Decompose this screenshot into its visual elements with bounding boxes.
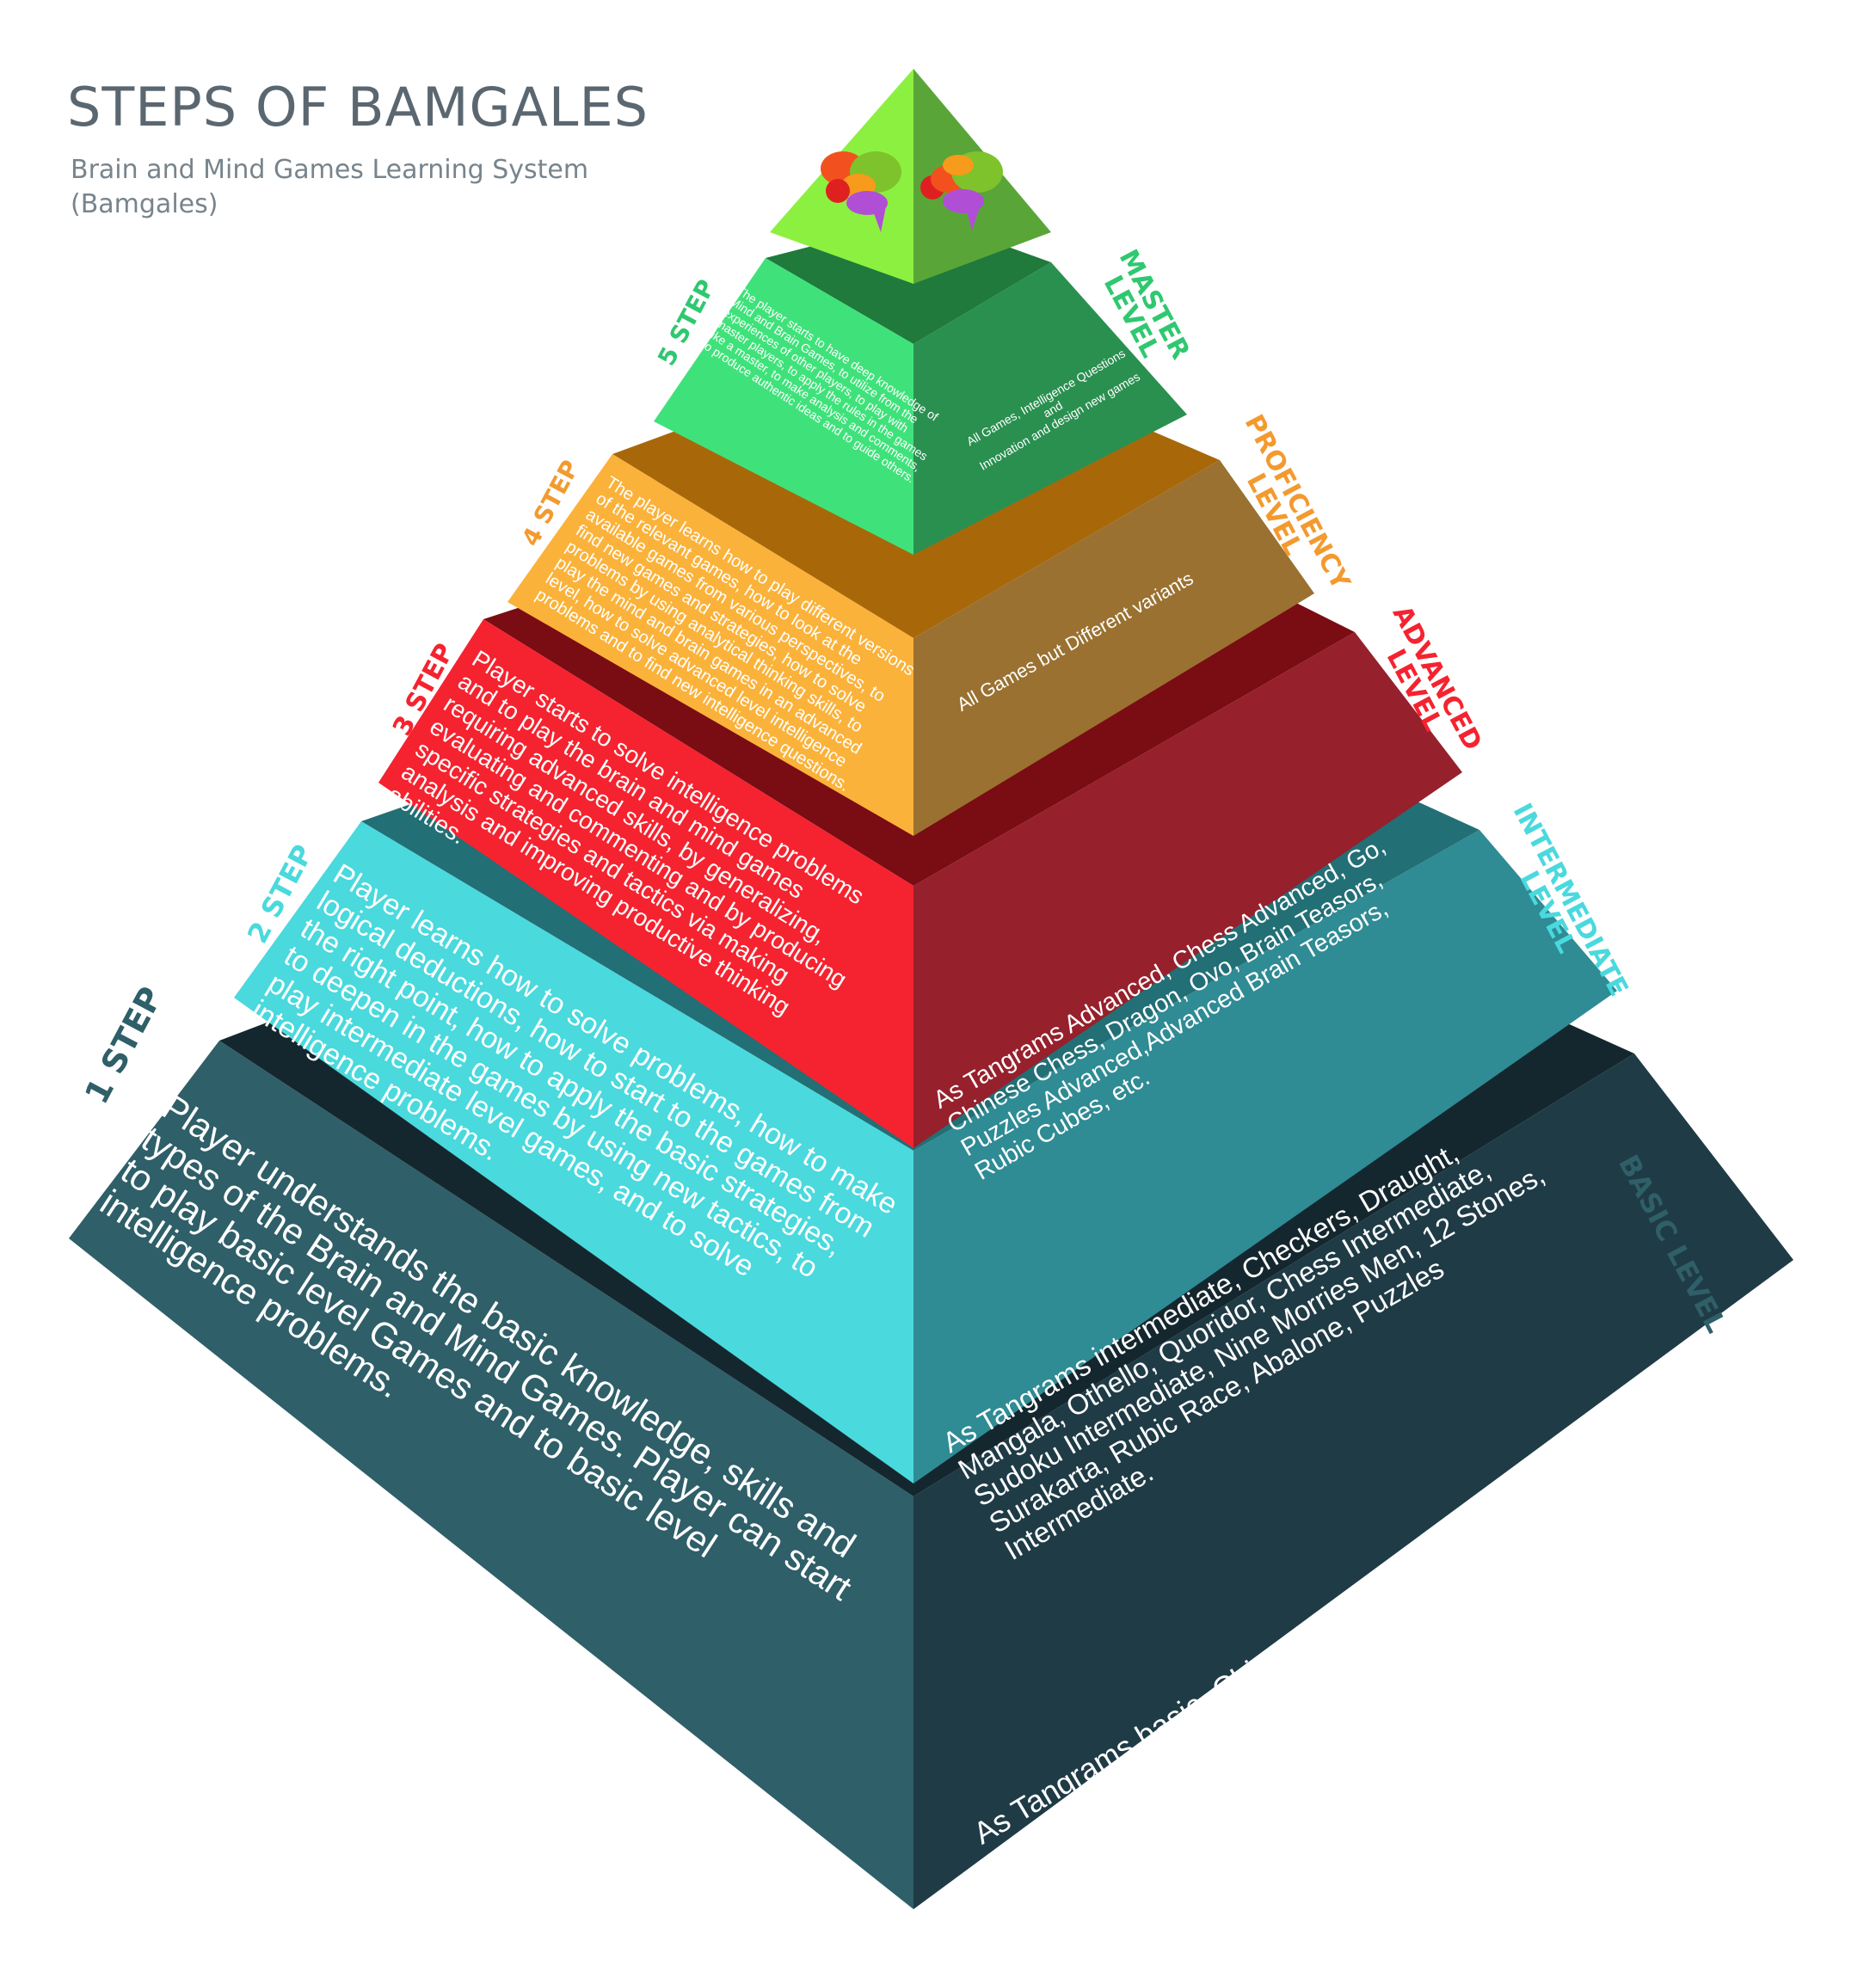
brain-icon — [920, 151, 1003, 230]
page-subtitle: Brain and Mind Games Learning System (Ba… — [71, 153, 673, 222]
tier-4-right-face — [913, 460, 1314, 836]
tier-1-right-face — [913, 1054, 1793, 1909]
tier-2-right-face — [913, 830, 1617, 1484]
brain-icon — [821, 151, 901, 232]
tier-4-left-face — [507, 454, 913, 836]
brain-lobe-yellow — [943, 155, 974, 175]
tier-3-right-face — [913, 632, 1462, 1148]
apex — [770, 69, 1051, 284]
subtitle-line-1: Brain and Mind Games Learning System — [71, 155, 589, 185]
brain-stem — [871, 206, 886, 232]
tier-1-left-face — [69, 1041, 913, 1909]
subtitle-line-2: (Bamgales) — [71, 189, 218, 219]
brain-lobe-red — [826, 179, 850, 203]
tier-5 — [654, 243, 1187, 555]
tier-2-left-face — [234, 821, 913, 1484]
tier-5-right-face — [913, 262, 1187, 555]
page-title: STEPS OF BAMGALES — [67, 76, 649, 138]
brain-stem — [965, 205, 981, 230]
tier-5-top-face — [766, 243, 1051, 344]
tier-3-left-face — [378, 619, 913, 1148]
tier-5-left-face — [654, 258, 913, 555]
